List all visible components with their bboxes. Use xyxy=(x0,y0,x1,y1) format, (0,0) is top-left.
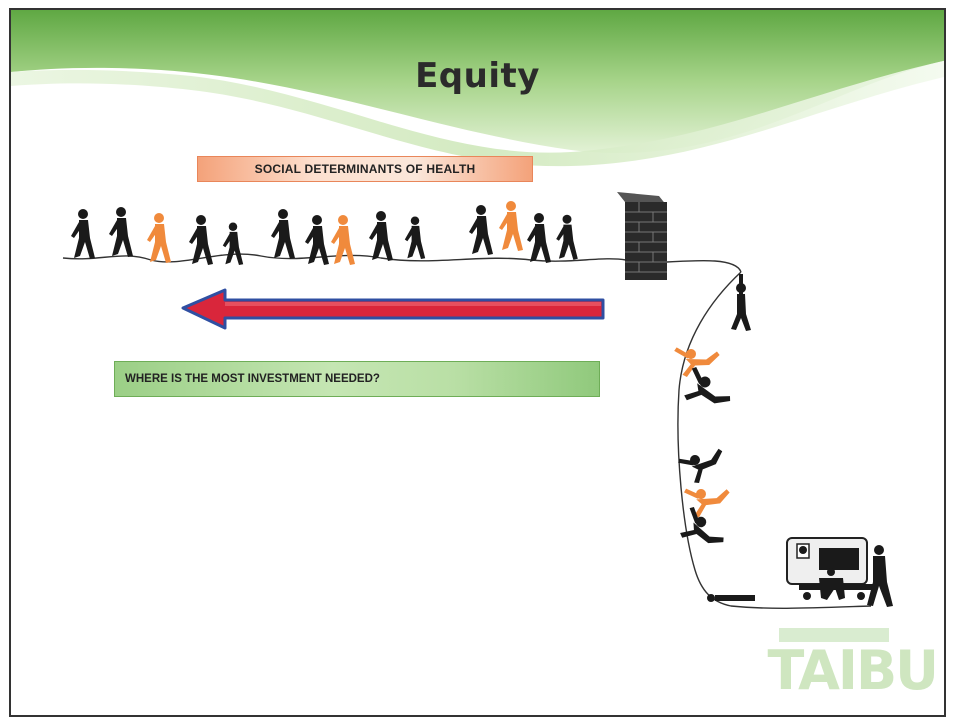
walking-person-icon xyxy=(556,214,578,260)
social-determinants-text: SOCIAL DETERMINANTS OF HEALTH xyxy=(254,162,476,176)
walking-person-icon xyxy=(499,201,523,251)
walking-person-icon xyxy=(469,205,493,255)
walking-person-icon xyxy=(404,216,426,260)
walking-person-icon xyxy=(271,209,295,259)
falling-person-icon xyxy=(676,438,731,488)
left-arrow-icon xyxy=(181,288,605,330)
equity-illustration xyxy=(62,192,893,610)
walking-person-icon xyxy=(369,211,393,261)
investment-question-text: WHERE IS THE MOST INVESTMENT NEEDED? xyxy=(125,373,380,385)
taibu-logo-text: TAIBU xyxy=(767,639,939,702)
slide-title: Equity xyxy=(415,56,540,96)
logo-top-bar xyxy=(779,628,889,642)
hospital-bed-icon xyxy=(786,537,893,607)
ground-rope xyxy=(62,253,627,263)
cliff-rope xyxy=(666,259,872,610)
walking-person-icon xyxy=(109,207,133,257)
social-determinants-label: SOCIAL DETERMINANTS OF HEALTH xyxy=(197,156,533,182)
lying-person-icon xyxy=(707,594,755,602)
investment-question-label: WHERE IS THE MOST INVESTMENT NEEDED? xyxy=(114,361,600,397)
slide: Equity SOCIAL DETERMINANTS OF HEALTH xyxy=(9,8,946,717)
brick-wall-icon xyxy=(617,192,667,280)
walking-person-icon xyxy=(222,222,244,266)
hanging-person-icon xyxy=(731,274,751,331)
walking-person-icon xyxy=(331,215,355,265)
taibu-logo: TAIBU xyxy=(767,622,941,702)
falling-people xyxy=(673,340,755,602)
walking-people-row xyxy=(71,201,578,266)
walking-person-icon xyxy=(527,213,551,263)
walking-person-icon xyxy=(71,209,95,259)
falling-person-icon xyxy=(683,478,734,520)
header-banner xyxy=(11,10,944,167)
walking-person-icon xyxy=(147,213,171,263)
